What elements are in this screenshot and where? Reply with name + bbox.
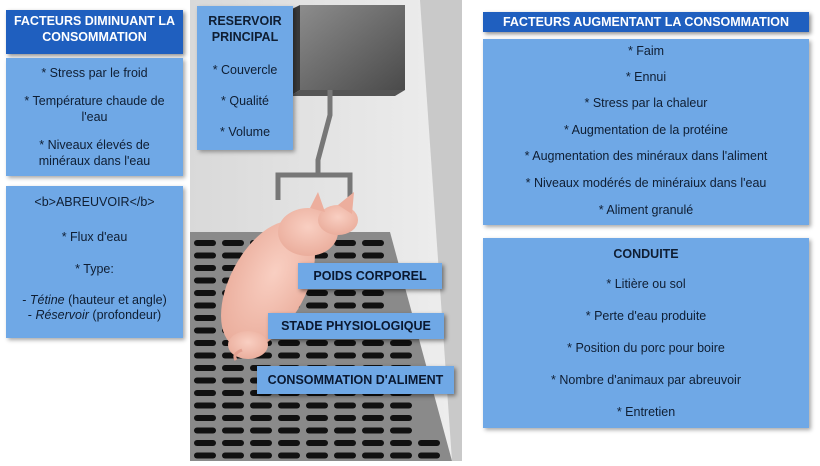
tank-item: * Qualité bbox=[221, 94, 269, 108]
physiological-stage-tag: STADE PHYSIOLOGIQUE bbox=[268, 313, 444, 339]
increase-factors-header: FACTEURS AUGMENTANT LA CONSOMMATION bbox=[483, 12, 809, 32]
management-item: * Position du porc pour boire bbox=[567, 341, 725, 355]
type-item: * Type: bbox=[75, 262, 114, 276]
increase-factors-panel: * Faim * Ennui * Stress par la chaleur *… bbox=[483, 39, 809, 225]
trough-item: - Réservoir (profondeur) bbox=[27, 308, 162, 322]
management-item: * Nombre d'animaux par abreuvoir bbox=[551, 373, 741, 387]
increase-item: * Faim bbox=[627, 44, 665, 58]
increase-item: * Niveaux modérés de minéraiux dans l'ea… bbox=[525, 176, 767, 190]
nipple-item: - Tétine (hauteur et angle) bbox=[22, 293, 167, 307]
management-item: * Perte d'eau produite bbox=[585, 309, 707, 323]
management-item: * Entretien bbox=[616, 405, 676, 419]
management-title: CONDUITE bbox=[613, 247, 679, 261]
drinker-panel: <b>ABREUVOIR</b> * Flux d'eau * Type: - … bbox=[6, 186, 183, 338]
tank-item: * Volume bbox=[219, 125, 271, 139]
decrease-factors-header: FACTEURS DIMINUANT LA CONSOMMATION bbox=[6, 10, 183, 54]
increase-item: * Augmentation de la protéine bbox=[563, 123, 728, 137]
management-item: * Litière ou sol bbox=[606, 277, 686, 291]
management-panel: CONDUITE * Litière ou sol * Perte d'eau … bbox=[483, 238, 809, 428]
main-tank-title: RESERVOIR PRINCIPAL bbox=[208, 14, 282, 44]
increase-item: * Ennui bbox=[625, 70, 667, 84]
decrease-header-text: FACTEURS DIMINUANT LA CONSOMMATION bbox=[13, 14, 176, 44]
tank-icon bbox=[290, 5, 405, 96]
body-weight-tag: POIDS CORPOREL bbox=[298, 263, 442, 289]
decrease-item: * Stress par le froid bbox=[41, 66, 148, 80]
feed-intake-tag: CONSOMMATION D'ALIMENT bbox=[257, 366, 454, 394]
decrease-item: * Niveaux élevés de minéraux dans l'eau bbox=[38, 138, 151, 168]
decrease-factors-panel: * Stress par le froid * Température chau… bbox=[6, 58, 183, 176]
main-tank-panel: RESERVOIR PRINCIPAL * Couvercle * Qualit… bbox=[197, 6, 293, 150]
increase-item: * Stress par la chaleur bbox=[584, 96, 708, 110]
tank-item: * Couvercle bbox=[212, 63, 278, 77]
drinker-title: <b>ABREUVOIR</b> bbox=[34, 195, 155, 209]
increase-item: * Augmentation des minéraux dans l'alime… bbox=[524, 149, 768, 163]
increase-item: * Aliment granulé bbox=[598, 203, 694, 217]
nipple-drinker-icon bbox=[275, 90, 353, 200]
water-flow-item: * Flux d'eau bbox=[61, 230, 128, 244]
decrease-item: * Température chaude de l'eau bbox=[24, 94, 165, 124]
